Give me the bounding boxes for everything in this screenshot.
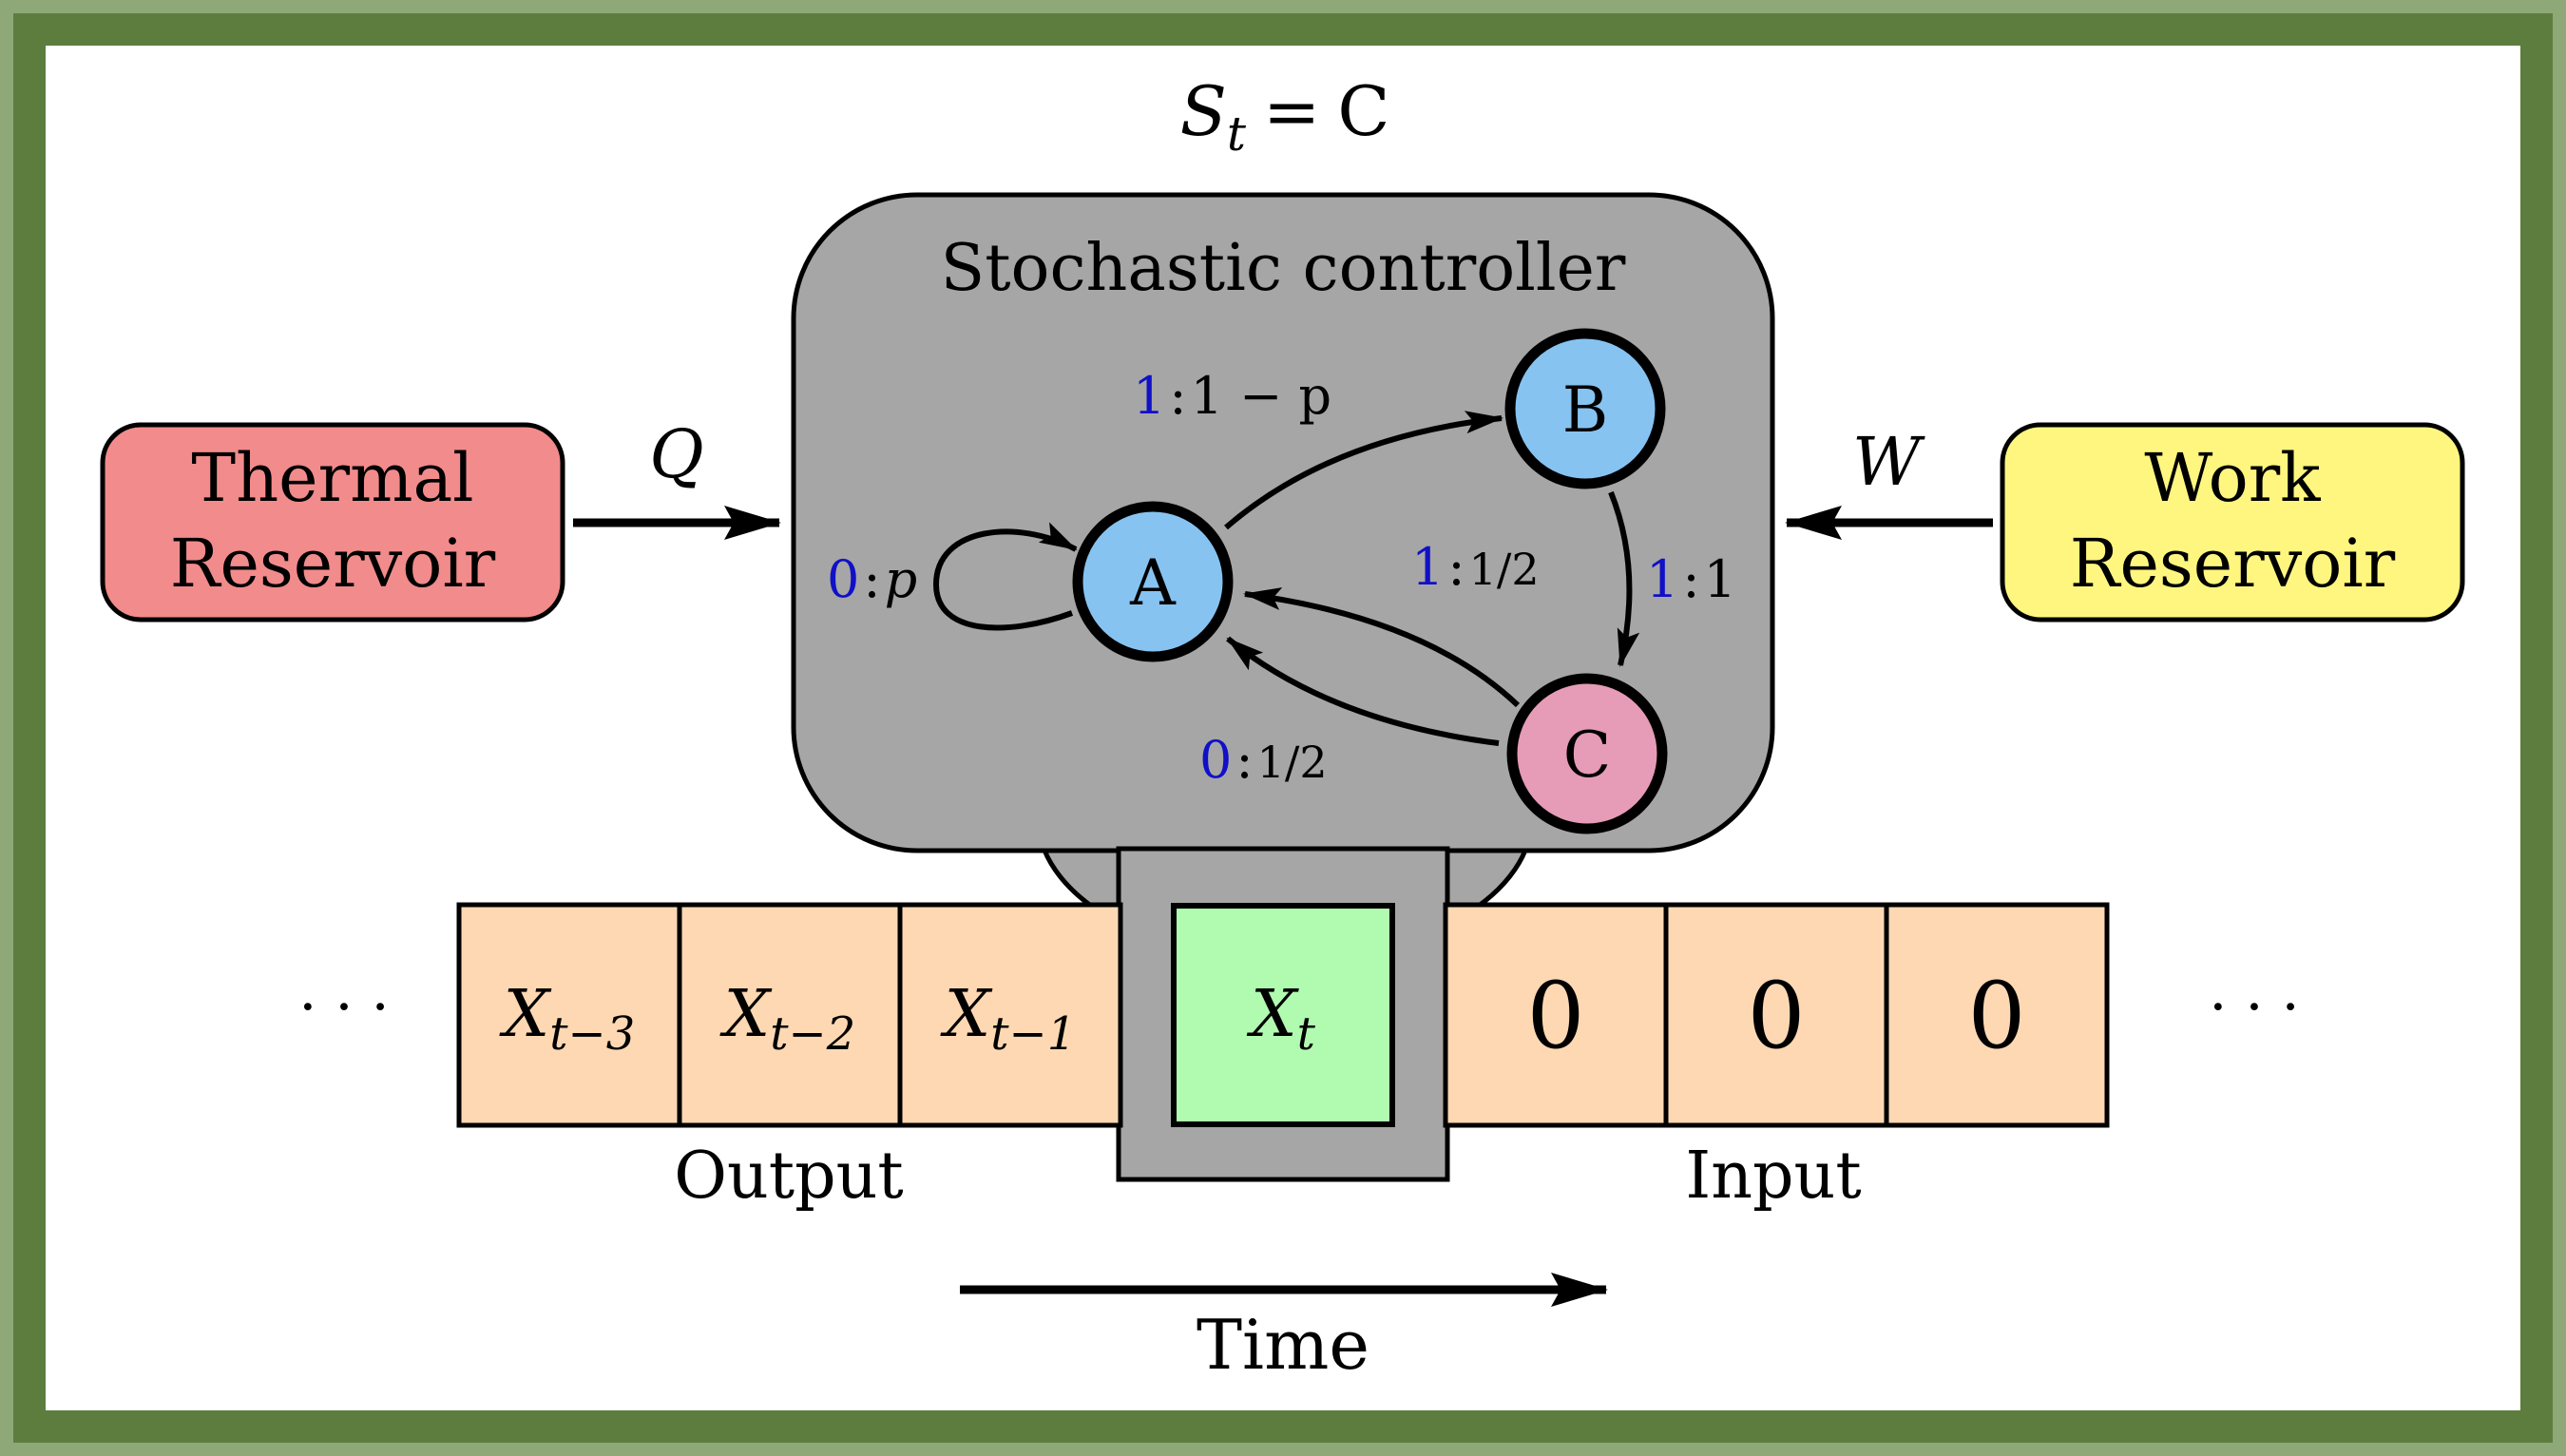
tape-cell-output xyxy=(456,902,682,1128)
state-label: St=C xyxy=(1180,71,1390,162)
tape-cell-input xyxy=(1443,902,1669,1128)
svg-text:B: B xyxy=(1562,374,1609,447)
time-label: Time xyxy=(1197,1305,1369,1385)
svg-text:A: A xyxy=(1129,546,1177,620)
edge-c-to-a-upper xyxy=(1243,587,1521,708)
edge-label-c-to-a-lower: 0:1/2 xyxy=(1199,730,1328,790)
tape: · · · · · · Xt−3 Xt−2 Xt−1 0 0 0 Xt Outp… xyxy=(298,902,2300,1214)
tape-cell-input xyxy=(1884,902,2110,1128)
tape-cell-input-label: 0 xyxy=(1967,963,2025,1069)
tape-cell-output-label: Xt−2 xyxy=(719,977,855,1061)
thermal-reservoir-label-1: Thermal xyxy=(191,439,473,517)
edge-label-c-to-a-upper: 1:1/2 xyxy=(1411,537,1540,597)
edge-label-b-to-c: 1:1 xyxy=(1646,549,1736,609)
heat-flow-label: Q xyxy=(649,415,703,493)
node-b: B xyxy=(1504,328,1666,489)
edge-b-to-c xyxy=(1608,490,1640,667)
controller-title: Stochastic controller xyxy=(941,231,1626,306)
output-label: Output xyxy=(674,1139,904,1214)
work-reservoir-label-2: Reservoir xyxy=(2070,525,2396,603)
node-c: C xyxy=(1506,673,1668,834)
tape-cell-input xyxy=(1663,902,1889,1128)
tape-cell-output xyxy=(677,902,903,1128)
tape-cell-input-label: 0 xyxy=(1526,963,1584,1069)
edge-a-to-b xyxy=(1224,411,1503,530)
svg-text:C: C xyxy=(1563,718,1612,792)
thermal-reservoir-box xyxy=(100,422,565,623)
tape-ellipsis-right: · · · xyxy=(2209,974,2299,1041)
tape-cell-input-label: 0 xyxy=(1747,963,1805,1069)
input-label: Input xyxy=(1685,1139,1861,1214)
edge-label-a-self: 0:p xyxy=(827,549,917,609)
tape-cell-current xyxy=(1171,903,1395,1127)
work-reservoir-box xyxy=(2000,422,2465,623)
tape-cell-output-label: Xt−1 xyxy=(940,977,1076,1061)
work-flow-label: W xyxy=(1852,423,1925,501)
edge-label-a-to-b: 1:1 − p xyxy=(1133,366,1331,426)
tape-cell-output xyxy=(897,902,1123,1128)
edge-a-self xyxy=(932,522,1078,631)
tape-ellipsis-left: · · · xyxy=(298,974,389,1041)
tape-cell-current-label: Xt xyxy=(1246,977,1315,1061)
thermal-reservoir-label-2: Reservoir xyxy=(170,525,496,603)
tape-cell-output-label: Xt−3 xyxy=(499,977,635,1061)
node-a: A xyxy=(1072,501,1234,662)
work-reservoir-label-1: Work xyxy=(2144,439,2321,517)
edge-c-to-a-lower xyxy=(1226,636,1500,746)
